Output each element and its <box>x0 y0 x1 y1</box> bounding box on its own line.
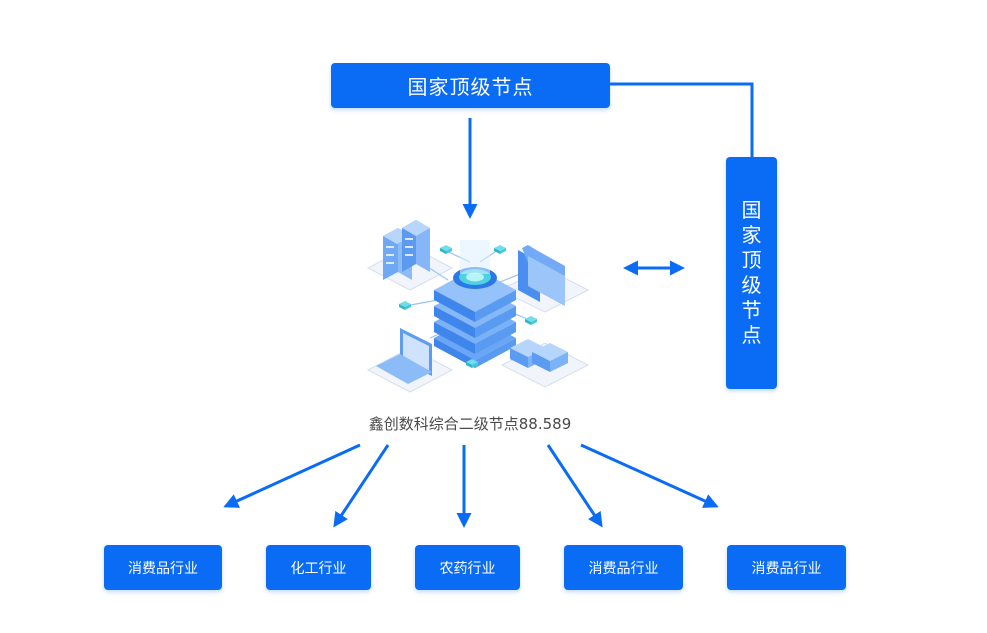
industry-node: 消费品行业 <box>104 545 222 590</box>
industry-label: 消费品行业 <box>128 560 198 577</box>
industry-label: 化工行业 <box>290 560 347 577</box>
secondary-node-label: 鑫创数科综合二级节点88.589 <box>368 415 572 433</box>
industry-node: 化工行业 <box>266 545 371 590</box>
industry-node: 农药行业 <box>415 545 520 590</box>
national-top-node: 国家顶级节点 <box>331 63 610 108</box>
cube-decorations <box>399 245 537 368</box>
database-stack-icon <box>434 240 516 368</box>
national-top-node-side: 国 家 顶 级 节 点 <box>726 157 777 389</box>
document-stack-icon <box>510 339 568 372</box>
server-rack-icon <box>383 220 430 280</box>
industry-label: 消费品行业 <box>588 560 659 577</box>
arrow-to-industry-2 <box>333 444 390 528</box>
industry-label: 农药行业 <box>439 560 496 577</box>
side-node-char: 级 <box>741 273 762 297</box>
laptop-icon <box>376 328 432 384</box>
industry-label: 消费品行业 <box>751 560 822 577</box>
arrow-to-industry-4 <box>546 444 603 528</box>
national-top-node-label: 国家顶级节点 <box>407 75 534 99</box>
connector-top-to-side <box>610 82 754 157</box>
side-node-char: 顶 <box>741 248 762 272</box>
side-node-char: 节 <box>741 298 762 322</box>
side-node-char: 家 <box>741 223 762 247</box>
arrow-to-industry-5 <box>580 443 719 508</box>
folder-icon <box>518 245 565 306</box>
side-node-char: 国 <box>741 198 762 222</box>
side-node-char: 点 <box>741 323 762 347</box>
industry-node: 消费品行业 <box>727 545 846 590</box>
arrow-to-industry-1 <box>223 443 361 508</box>
industry-node: 消费品行业 <box>564 545 683 590</box>
